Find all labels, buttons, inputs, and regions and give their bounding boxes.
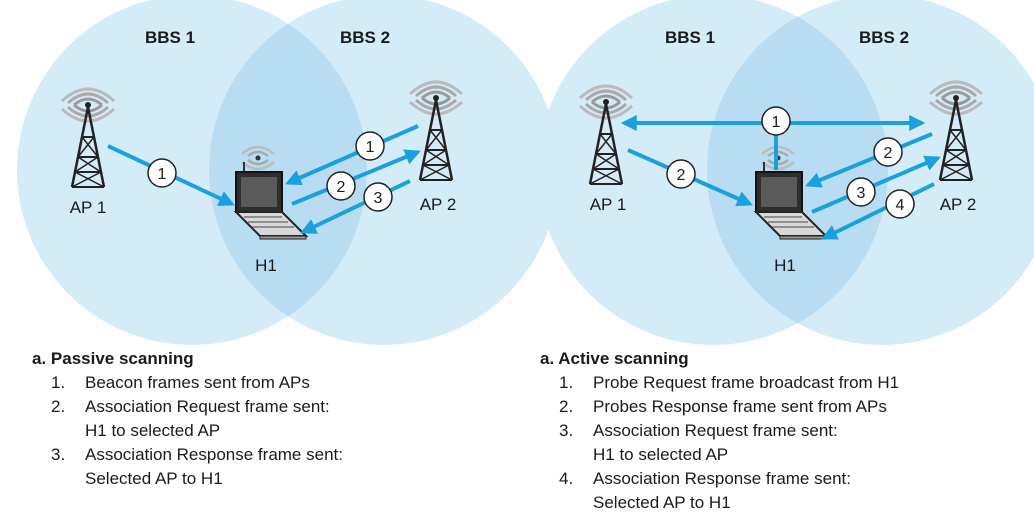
step-marker: 1	[147, 158, 177, 188]
association-request-arrow	[291, 149, 421, 206]
step-number: 3.	[51, 445, 66, 464]
step-text: H1 to selected AP	[593, 445, 729, 464]
caption-step: 1. Beacon frames sent from APs	[51, 371, 343, 395]
step-text: Probes Response frame sent from APs	[593, 397, 887, 416]
svg-text:1: 1	[366, 139, 375, 156]
caption-step: 1. Probe Request frame broadcast from H1	[559, 371, 899, 395]
caption-title: a. Passive scanning	[32, 349, 194, 368]
svg-text:3: 3	[374, 190, 383, 207]
bbs1-label: BBS 1	[665, 28, 715, 47]
step-text: Association Request frame sent:	[593, 421, 838, 440]
step-number: 1.	[51, 373, 66, 392]
caption-step: 3. Association Request frame sent: H1 to…	[559, 419, 899, 467]
step-marker: 3	[363, 182, 393, 212]
step-number: 2.	[51, 397, 66, 416]
svg-text:2: 2	[677, 167, 686, 184]
beacon-arrow-ap2	[285, 124, 419, 186]
svg-text:2: 2	[337, 179, 346, 196]
step-text: Association Response frame sent:	[593, 469, 851, 488]
ap2-label: AP 2	[420, 195, 457, 214]
step-text: Association Response frame sent:	[85, 445, 343, 464]
passive-scanning-panel: BBS 1 BBS 2 AP 1 AP 2 H1 1 1 2 3	[17, 0, 559, 345]
svg-text:3: 3	[857, 185, 866, 202]
bbs2-label: BBS 2	[859, 28, 909, 47]
step-marker: 3	[846, 177, 876, 207]
caption-step: 3. Association Response frame sent: Sele…	[51, 443, 343, 491]
step-text: Association Request frame sent:	[85, 397, 330, 416]
step-marker: 2	[873, 137, 903, 167]
step-number: 3.	[559, 421, 574, 440]
probe-response-arrow-ap2	[805, 132, 933, 188]
association-response-arrow	[821, 182, 935, 240]
bbs-overlap-area	[209, 0, 367, 345]
ap1-label: AP 1	[70, 198, 107, 217]
caption-steps: 1. Beacon frames sent from APs 2. Associ…	[32, 371, 343, 491]
step-text: Selected AP to H1	[85, 469, 223, 488]
bbs-overlap-area	[707, 0, 888, 345]
caption-step: 2. Probes Response frame sent from APs	[559, 395, 899, 419]
h1-label: H1	[255, 256, 277, 275]
step-text: Probe Request frame broadcast from H1	[593, 373, 900, 392]
step-text: Selected AP to H1	[593, 493, 731, 512]
bbs1-label: BBS 1	[145, 28, 195, 47]
step-marker: 2	[326, 171, 356, 201]
step-marker: 2	[666, 159, 696, 189]
caption-title: a. Active scanning	[540, 349, 689, 368]
step-marker: 1	[355, 131, 385, 161]
step-number: 1.	[559, 373, 574, 392]
step-marker: 4	[885, 189, 915, 219]
svg-text:1: 1	[158, 166, 167, 183]
passive-scanning-caption: a. Passive scanning 1. Beacon frames sen…	[32, 347, 343, 491]
h1-label: H1	[774, 256, 796, 275]
step-text: Beacon frames sent from APs	[85, 373, 310, 392]
association-response-arrow	[300, 179, 411, 234]
ap2-label: AP 2	[940, 195, 977, 214]
caption-step: 2. Association Request frame sent: H1 to…	[51, 395, 343, 443]
caption-steps: 1. Probe Request frame broadcast from H1…	[540, 371, 899, 515]
association-request-arrow	[811, 155, 941, 214]
caption-step: 4. Association Response frame sent: Sele…	[559, 467, 899, 515]
active-scanning-caption: a. Active scanning 1. Probe Request fram…	[540, 347, 899, 515]
step-number: 2.	[559, 397, 574, 416]
active-scanning-panel: BBS 1 BBS 2 AP 1 AP 2 H1 1 2 2 3	[538, 0, 1034, 345]
step-text: H1 to selected AP	[85, 421, 221, 440]
bbs2-label: BBS 2	[340, 28, 390, 47]
step-marker: 1	[761, 106, 791, 136]
svg-text:1: 1	[772, 114, 781, 131]
svg-text:4: 4	[896, 197, 905, 214]
ap1-label: AP 1	[590, 195, 627, 214]
step-number: 4.	[559, 469, 574, 488]
svg-text:2: 2	[884, 145, 893, 162]
